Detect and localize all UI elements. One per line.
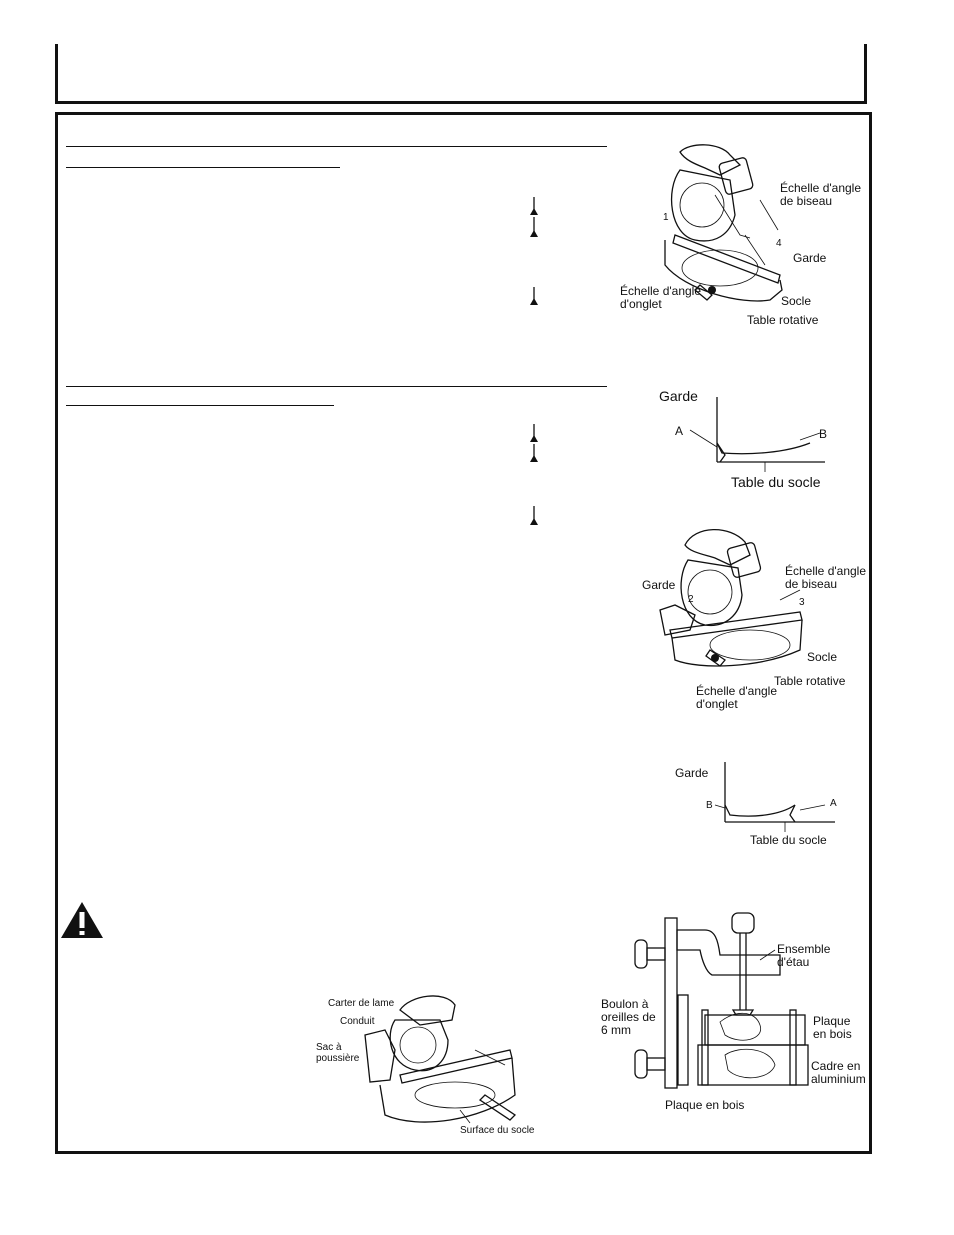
main-frame [55,112,872,1154]
saw-illustration-2 [659,529,803,667]
fence2-a-label: A [830,798,837,809]
saw1-base-label: Socle [781,294,812,308]
warning-icon [61,902,103,938]
section1-rule-top [66,146,607,147]
dust-base-surface-label: Surface du socle [460,1125,535,1136]
dust-duct-label: Conduit [340,1016,375,1027]
fence1-a-label: A [675,424,684,438]
fence1-table-label: Table du socle [731,474,821,490]
dust-blade-guard-label: Carter de lame [328,998,395,1009]
saw-illustration-1 [664,144,783,302]
fence-diagram-1 [689,397,825,472]
fence2-table-label: Table du socle [750,833,827,847]
saw1-miter-scale-label: Échelle d'angle d'onglet [620,284,702,311]
saw2-fence-label: Garde [642,578,676,592]
saw1-num-4: 4 [776,238,782,249]
fence1-b-label: B [819,427,828,441]
section2-rule-bottom [66,405,334,406]
clamp-illustration [634,912,809,1089]
clamp-bolt-label: Boulon à oreilles de 6 mm [601,997,656,1037]
pointer-markers-1 [530,197,538,305]
clamp-aluminium-label: Cadre en aluminium [811,1059,866,1086]
saw2-miter-scale-label: Échelle d'angle d'onglet [696,684,778,711]
pointer-markers-2 [530,424,538,525]
saw1-turntable-label: Table rotative [747,313,819,327]
clamp-wood-plate-right-label: Plaque en bois [813,1014,852,1041]
saw2-base-label: Socle [807,650,838,664]
saw2-turntable-label: Table rotative [774,674,846,688]
clamp-wood-plate-bottom-label: Plaque en bois [665,1098,745,1112]
fence2-b-label: B [706,800,713,811]
header-box [55,44,867,104]
saw2-num-3: 3 [799,597,805,608]
clamp-vise-label: Ensemble d'étau [777,942,831,969]
section2-rule-top [66,386,607,387]
saw1-bevel-scale-label: Échelle d'angle de biseau [780,181,862,208]
dust-bag-label: Sac à poussière [316,1042,360,1064]
fence2-fence-label: Garde [675,766,709,780]
saw1-fence-label: Garde [793,251,827,265]
dust-bag-illustration [364,995,517,1124]
saw2-num-2: 2 [688,594,694,605]
fence1-fence-label: Garde [659,388,698,404]
fence-diagram-2 [714,762,835,832]
saw2-bevel-scale-label: Échelle d'angle de biseau [785,564,867,591]
section1-rule-bottom [66,167,340,168]
saw1-num-1: 1 [663,212,669,223]
